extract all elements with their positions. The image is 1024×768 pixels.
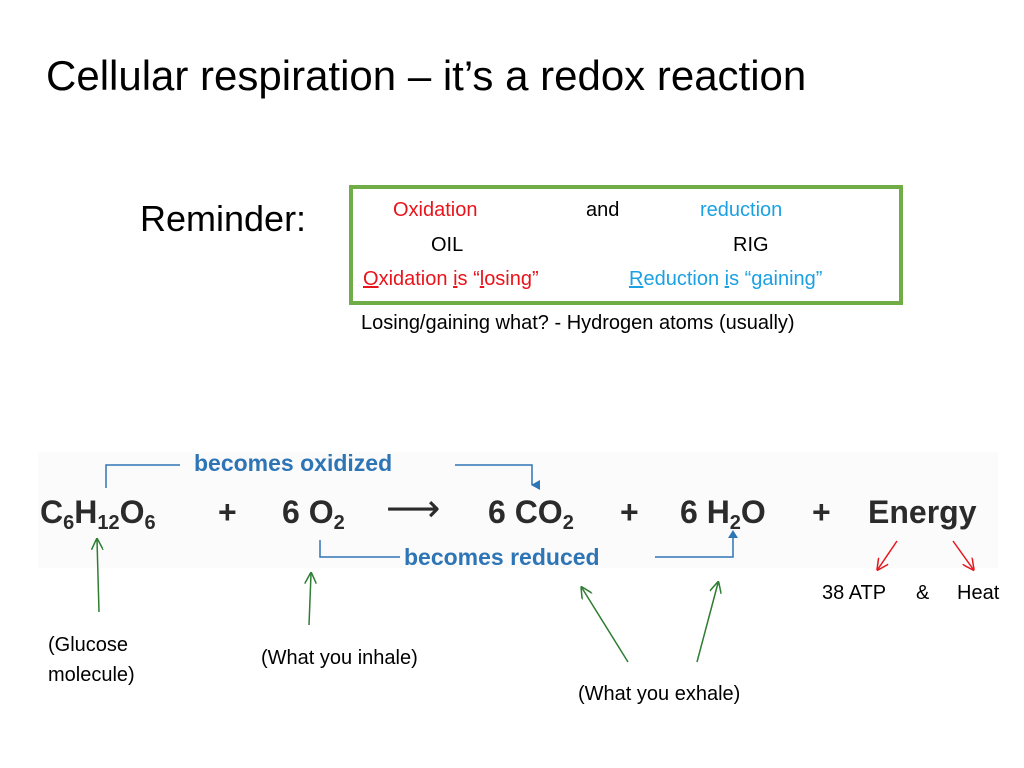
oxidized-bracket-left bbox=[105, 464, 180, 488]
reduced-bracket-left bbox=[319, 540, 400, 558]
losing-gaining-note: Losing/gaining what? - Hydrogen atoms (u… bbox=[361, 312, 795, 334]
heat-arrow bbox=[952, 540, 973, 569]
heat-label: Heat bbox=[957, 582, 1000, 604]
glucose-formula: C6H12O6 bbox=[40, 494, 156, 534]
rig-mnemonic: RIG bbox=[733, 234, 769, 256]
oxidation-word: Oxidation bbox=[393, 199, 478, 221]
energy-term: Energy bbox=[868, 494, 977, 530]
page-title: Cellular respiration – it’s a redox reac… bbox=[46, 52, 807, 99]
reminder-label: Reminder: bbox=[140, 198, 307, 239]
glucose-arrow bbox=[97, 540, 99, 613]
oxidized-bracket-right bbox=[455, 464, 540, 490]
and-word: and bbox=[586, 199, 620, 221]
equation-background bbox=[38, 452, 998, 568]
glucose-label-line1: (Glucose bbox=[48, 634, 129, 656]
oxygen-formula: 6 O2 bbox=[282, 494, 345, 534]
exhale-arrow-water bbox=[696, 583, 718, 663]
redox-reminder-box: Oxidation and reduction OIL RIG Oxidatio… bbox=[349, 185, 903, 305]
plus-sign-3: + bbox=[812, 494, 831, 530]
exhale-arrow-co2 bbox=[582, 588, 629, 663]
inhale-arrow bbox=[309, 574, 311, 626]
glucose-label-line2: molecule) bbox=[48, 664, 135, 686]
ampersand-label: & bbox=[916, 582, 930, 604]
reaction-arrow: ⟶ bbox=[386, 488, 441, 530]
water-formula: 6 H2O bbox=[680, 494, 766, 534]
oil-phrase: Oxidation is “losing” bbox=[363, 268, 539, 290]
rig-phrase: Reduction is “gaining” bbox=[629, 268, 823, 290]
becomes-oxidized-label: becomes oxidized bbox=[194, 450, 393, 476]
becomes-reduced-label: becomes reduced bbox=[404, 544, 600, 570]
plus-sign-2: + bbox=[620, 494, 639, 530]
inhale-label: (What you inhale) bbox=[261, 647, 418, 669]
plus-sign-1: + bbox=[218, 494, 237, 530]
oil-mnemonic: OIL bbox=[431, 234, 464, 256]
reduced-bracket-right bbox=[655, 534, 734, 558]
atp-arrow bbox=[878, 540, 898, 569]
reduction-word: reduction bbox=[700, 199, 783, 221]
atp-label: 38 ATP bbox=[822, 582, 887, 604]
co2-formula: 6 CO2 bbox=[488, 494, 574, 534]
exhale-label: (What you exhale) bbox=[578, 683, 741, 705]
